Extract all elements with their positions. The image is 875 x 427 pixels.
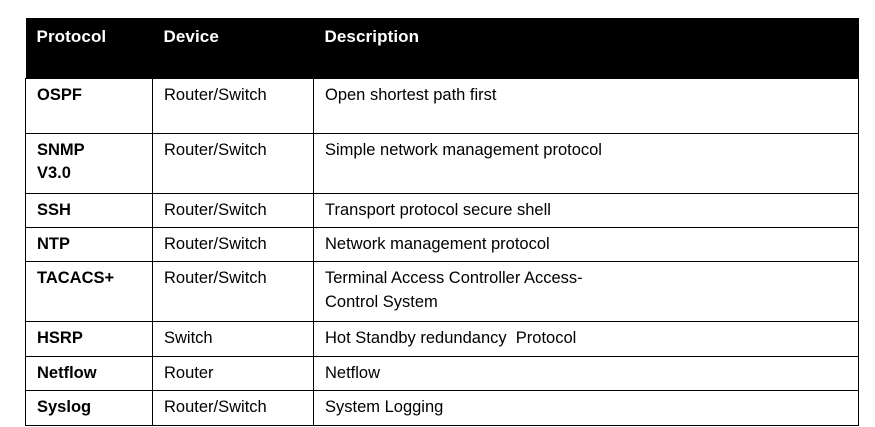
cell-device: Router/Switch [152,390,314,426]
table-row: HSRP Switch Hot Standby redundancy Protoco… [25,321,859,357]
device-text: Router/Switch [164,234,267,253]
cell-description: Open shortest path first [313,77,859,134]
table-header-row: Protocol Device Description [25,18,859,78]
cell-protocol: TACACS+ [25,261,153,323]
cell-description: Transport protocol secure shell [313,192,859,228]
cell-device: Router/Switch [152,226,314,263]
cell-protocol: SSH [25,192,153,228]
table-header: Protocol Device Description [25,18,859,78]
protocol-text: SNMP [37,140,85,159]
description-text: System Logging [325,398,444,417]
cell-description: Simple network management protocol [313,132,859,194]
table-row: Netflow Router Netflow [25,355,859,392]
table-row: SNMP V3.0 Router/Switch Simple network mana… [25,132,859,194]
table-row: TACACS+ Router/Switch Terminal Access Cont… [25,261,859,323]
description-text: Terminal Access Controller Access- [325,269,583,288]
table-row: Syslog Router/Switch System Logging [25,390,859,426]
protocol-text: Syslog [37,398,92,417]
description-text: Netflow [325,363,381,382]
protocol-text: OSPF [37,85,82,104]
cell-protocol: Syslog [25,390,153,426]
device-text: Router/Switch [164,200,267,219]
protocol-table: Protocol Device Description OSPF Router/S… [25,18,859,426]
protocol-text: NTP [37,234,70,253]
cell-device: Router/Switch [152,132,314,194]
cell-description: Network management protocol [313,226,859,263]
cell-protocol: OSPF [25,77,153,134]
cell-description: Netflow [313,355,859,392]
table-row: OSPF Router/Switch Open shortest path firs… [25,77,859,134]
cell-protocol: HSRP [25,321,153,357]
cell-device: Router/Switch [152,77,314,134]
device-text: Router [164,363,214,382]
protocol-text: SSH [37,200,71,219]
cell-device: Router/Switch [152,261,314,323]
description-text-line2: Control System [325,292,438,311]
description-text: Open shortest path first [325,85,497,104]
protocol-text: Netflow [37,363,97,382]
table-row: NTP Router/Switch Network management proto… [25,226,859,263]
device-text: Switch [164,329,213,348]
column-header-description: Description [313,18,859,78]
device-text: Router/Switch [164,269,267,288]
cell-protocol: NTP [25,226,153,263]
cell-description: Hot Standby redundancy Protocol [313,321,859,357]
description-text: Simple network management protocol [325,140,602,159]
device-text: Router/Switch [164,140,267,159]
column-header-protocol: Protocol [25,18,153,78]
cell-device: Router [152,355,314,392]
protocol-text: HSRP [37,329,83,348]
cell-protocol: Netflow [25,355,153,392]
table-row: SSH Router/Switch Transport protocol secur… [25,192,859,228]
cell-description: Terminal Access Controller Access- Contro… [313,261,859,323]
description-text: Network management protocol [325,234,550,253]
table-body: OSPF Router/Switch Open shortest path firs… [25,77,859,426]
cell-device: Router/Switch [152,192,314,228]
description-text: Hot Standby redundancy Protocol [325,329,577,348]
device-text: Router/Switch [164,398,267,417]
cell-description: System Logging [313,390,859,426]
protocol-text-line2: V3.0 [37,163,71,182]
cell-protocol: SNMP V3.0 [25,132,153,194]
protocol-text: TACACS+ [37,269,115,288]
column-header-device: Device [152,18,314,78]
description-text: Transport protocol secure shell [325,200,551,219]
cell-device: Switch [152,321,314,357]
protocol-table-container: Protocol Device Description OSPF Router/S… [25,18,859,426]
device-text: Router/Switch [164,85,267,104]
